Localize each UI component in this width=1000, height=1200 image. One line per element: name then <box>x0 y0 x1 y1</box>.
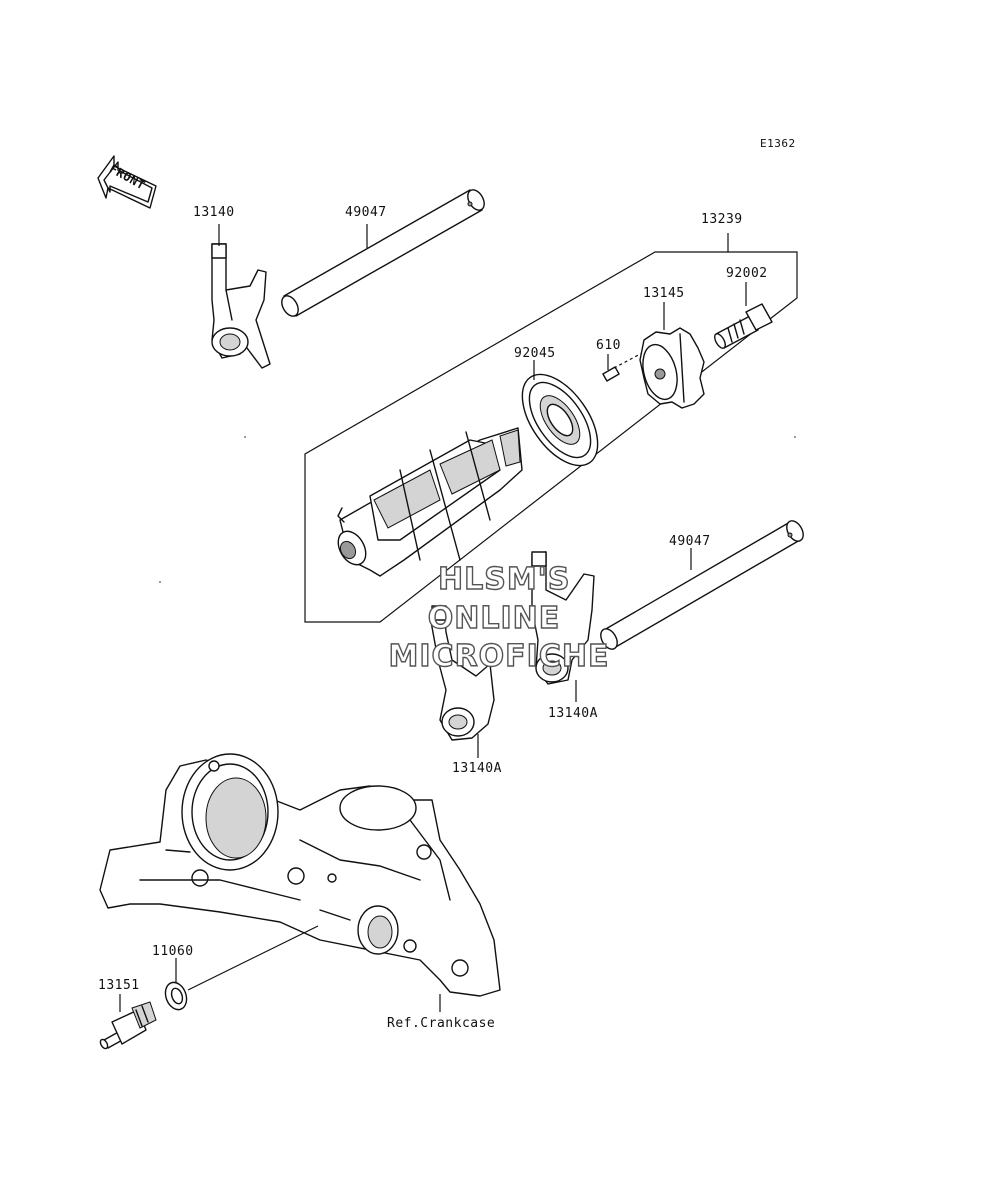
shift-fork-13140A-middle <box>429 605 495 741</box>
pin-610 <box>602 351 645 382</box>
part-label: 11060 <box>152 944 194 959</box>
scan-dots <box>159 436 796 583</box>
part-label: 92045 <box>514 346 556 361</box>
crankcase <box>99 753 501 997</box>
part-label: 610 <box>596 338 621 353</box>
diagram-code: E1362 <box>760 137 796 150</box>
bolt-92002 <box>714 303 773 349</box>
part-label: 49047 <box>669 534 711 549</box>
watermark-line: MICROFICHE <box>388 639 610 674</box>
part-label: 13140A <box>452 761 502 776</box>
part-label: 49047 <box>345 205 387 220</box>
pin-plate-13145 <box>639 327 705 409</box>
part-label: Ref.Crankcase <box>387 1016 496 1031</box>
part-label: 13151 <box>98 978 140 993</box>
part-label: 13140 <box>193 205 235 220</box>
front-arrow-icon <box>97 155 157 209</box>
assembly-bracket <box>304 233 798 623</box>
washer-11060 <box>164 925 319 1011</box>
bearing-92045 <box>521 373 599 467</box>
leader-lines <box>119 224 747 1012</box>
watermark-line: ONLINE <box>427 601 561 636</box>
rod-49047-lower <box>600 520 804 650</box>
shift-fork-13140 <box>211 243 271 369</box>
part-label: 92002 <box>726 266 768 281</box>
part-label: 13145 <box>643 286 685 301</box>
switch-13151 <box>99 1001 157 1050</box>
part-label: 13239 <box>701 212 743 227</box>
shift-drum <box>337 427 523 577</box>
watermark-line: HLSM'S <box>437 562 571 597</box>
part-label: 13140A <box>548 706 598 721</box>
shift-fork-13140A-right <box>531 551 595 685</box>
rod-49047-top <box>281 189 485 317</box>
